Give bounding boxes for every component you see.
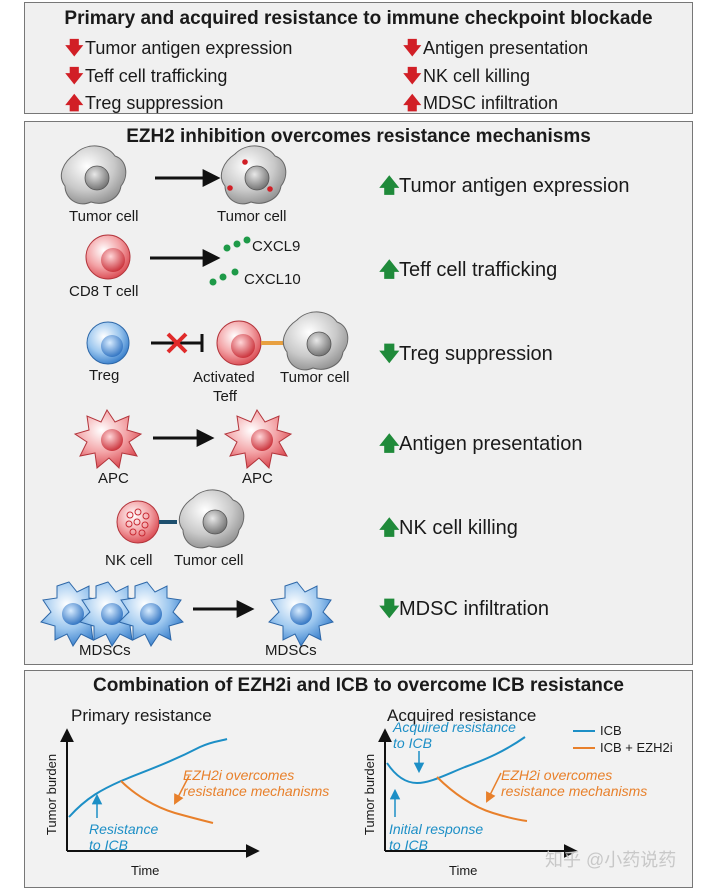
annotation-initial-response: Initial response to ICB xyxy=(389,821,484,853)
cell-caption: Treg xyxy=(89,367,120,384)
apc-cell-icon xyxy=(223,409,293,470)
inhibition-icon xyxy=(151,332,204,354)
down-arrow-icon: 🡇 xyxy=(403,66,422,86)
cell-caption: APC xyxy=(98,470,129,487)
up-arrow-icon: 🡅 xyxy=(379,517,400,539)
annotation-resistance: Resistance to ICB xyxy=(89,821,159,853)
annotation-ezh2i: EZH2i overcomes resistance mechanisms xyxy=(501,767,648,799)
treg-cell-icon xyxy=(86,321,130,365)
down-arrow-icon: 🡇 xyxy=(403,38,422,58)
resistance-panel-title: Primary and acquired resistance to immun… xyxy=(64,8,653,29)
mdsc-cells-icon xyxy=(40,581,184,647)
cell-caption: MDSCs xyxy=(265,642,317,659)
cell-caption: MDSCs xyxy=(79,642,131,659)
effect-item: 🡅NK cell killing xyxy=(379,513,518,547)
y-axis-label: Tumor burden xyxy=(362,753,378,836)
icb-curve xyxy=(386,736,526,785)
nk-cell-icon xyxy=(116,500,160,544)
chemokine-label: CXCL9 xyxy=(252,238,301,255)
icb-ezh2i-curve xyxy=(120,780,214,824)
effect-item: 🡅Teff cell trafficking xyxy=(379,255,557,289)
schematic-curves xyxy=(60,728,595,858)
down-arrow-icon: 🡇 xyxy=(379,598,400,620)
resistance-item: 🡇Tumor antigen expression xyxy=(65,36,292,66)
down-arrow-icon: 🡇 xyxy=(379,343,400,365)
x-axis-label: Time xyxy=(449,863,478,878)
resistance-item: 🡇Teff cell trafficking xyxy=(65,64,227,94)
cell-caption: Tumor cell xyxy=(280,369,350,386)
cell-illustrations xyxy=(40,145,349,647)
x-axis-label: Time xyxy=(131,863,160,878)
effect-item: 🡅Antigen presentation xyxy=(379,429,582,463)
tumor-cell-icon xyxy=(282,311,349,371)
annotation-arrow xyxy=(486,772,502,803)
cell-caption: CD8 T cell xyxy=(69,283,139,300)
cell-caption: Tumor cell xyxy=(174,552,244,569)
effect-item: 🡇Treg suppression xyxy=(379,339,553,373)
cell-caption: NK cell xyxy=(105,552,153,569)
tumor-cell-icon xyxy=(178,489,245,549)
annotation-ezh2i: EZH2i overcomes resistance mechanisms xyxy=(183,767,330,799)
chart-title: Acquired resistance xyxy=(387,706,537,725)
legend-item-icb: ICB xyxy=(600,723,622,738)
resistance-item: 🡇NK cell killing xyxy=(403,64,530,94)
effect-item: 🡇MDSC infiltration xyxy=(379,594,549,628)
cell-caption: Tumor cell xyxy=(217,208,287,225)
down-arrow-icon: 🡇 xyxy=(65,66,84,86)
y-axis-label: Tumor burden xyxy=(44,753,60,836)
ezh2-panel-title: EZH2 inhibition overcomes resistance mec… xyxy=(126,126,591,147)
tumor-cell-antigen-icon xyxy=(220,145,287,205)
cd8-t-cell-icon xyxy=(85,234,131,280)
up-arrow-icon: 🡅 xyxy=(379,433,400,455)
cell-caption: APC xyxy=(242,470,273,487)
activated-teff-cell-icon xyxy=(216,320,262,366)
combination-panel: Combination of EZH2i and ICB to overcome… xyxy=(24,670,693,888)
up-arrow-icon: 🡅 xyxy=(65,93,84,113)
annotation-arrow xyxy=(174,775,190,805)
resistance-item: 🡅MDSC infiltration xyxy=(403,91,558,121)
up-arrow-icon: 🡅 xyxy=(379,175,400,197)
mdsc-cell-icon xyxy=(268,581,334,647)
chemokine-dots-icon xyxy=(209,236,251,286)
chart-title: Primary resistance xyxy=(71,706,212,725)
ezh2-panel: EZH2 inhibition overcomes resistance mec… xyxy=(24,121,693,665)
legend-item-icb-ezh2i: ICB + EZH2i xyxy=(600,740,673,755)
down-arrow-icon: 🡇 xyxy=(65,38,84,58)
cell-caption: Tumor cell xyxy=(69,208,139,225)
chemokine-label: CXCL10 xyxy=(244,271,301,288)
apc-cell-icon xyxy=(73,409,143,470)
resistance-item: 🡅Treg suppression xyxy=(65,91,223,121)
watermark: 知乎 @小药说药 xyxy=(545,850,677,870)
up-arrow-icon: 🡅 xyxy=(403,93,422,113)
effect-item: 🡅Tumor antigen expression xyxy=(379,171,630,205)
tumor-cell-icon xyxy=(60,145,127,205)
cell-caption: Activated xyxy=(193,369,255,386)
icb-ezh2i-curve xyxy=(436,776,528,822)
cell-caption: Teff xyxy=(213,388,237,405)
combination-panel-title: Combination of EZH2i and ICB to overcome… xyxy=(92,675,625,696)
up-arrow-icon: 🡅 xyxy=(379,259,400,281)
annotation-acquired-resistance: Acquired resistance to ICB xyxy=(393,719,516,751)
resistance-item: 🡇Antigen presentation xyxy=(403,36,588,66)
resistance-panel: Primary and acquired resistance to immun… xyxy=(24,2,693,114)
